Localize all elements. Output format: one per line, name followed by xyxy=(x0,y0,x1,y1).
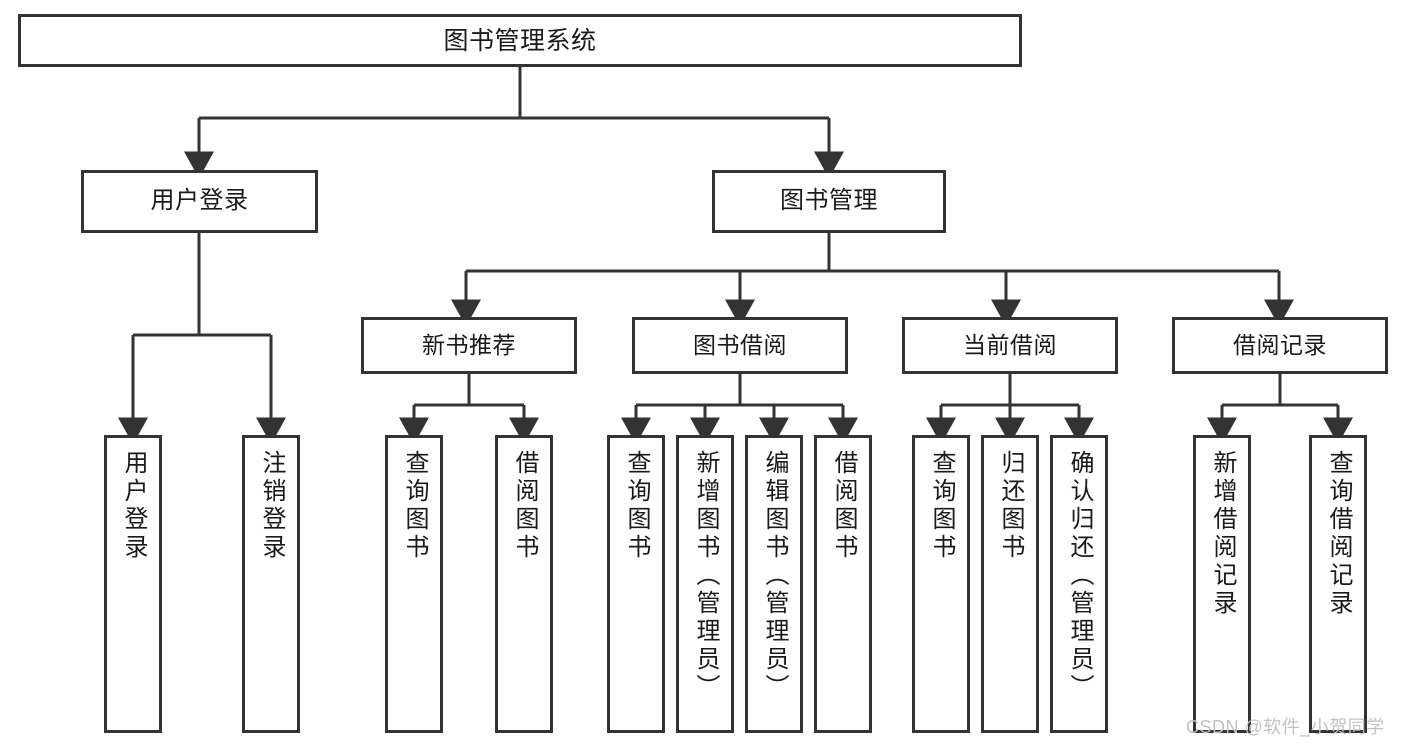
leaf-add-borrow-record[interactable]: 新增借阅记录 xyxy=(1193,435,1251,733)
node-current-borrow[interactable]: 当前借阅 xyxy=(902,317,1118,374)
leaf-user-login[interactable]: 用户登录 xyxy=(104,435,162,733)
node-label: 用户登录 xyxy=(150,187,249,215)
node-label: 图书借阅 xyxy=(693,331,787,358)
leaf-confirm-return-admin[interactable]: 确认归还（管理员） xyxy=(1050,435,1108,733)
node-book-borrow[interactable]: 图书借阅 xyxy=(632,317,848,374)
node-label: 确认归还（管理员） xyxy=(1066,450,1093,702)
node-label: 归还图书 xyxy=(997,450,1024,562)
node-label: 新书推荐 xyxy=(422,331,516,358)
node-borrow-record[interactable]: 借阅记录 xyxy=(1172,317,1388,374)
leaf-borrow-book[interactable]: 借阅图书 xyxy=(814,435,872,733)
node-label: 借阅记录 xyxy=(1233,331,1327,358)
node-label: 用户登录 xyxy=(120,450,147,562)
leaf-add-book-admin[interactable]: 新增图书（管理员） xyxy=(676,435,734,733)
node-book-management[interactable]: 图书管理 xyxy=(712,170,946,233)
leaf-query-book-current[interactable]: 查询图书 xyxy=(912,435,970,733)
node-label: 图书管理 xyxy=(780,187,878,215)
node-root[interactable]: 图书管理系统 xyxy=(18,14,1022,67)
node-user-login[interactable]: 用户登录 xyxy=(81,170,318,233)
node-label: 查询图书 xyxy=(928,450,955,562)
node-label: 查询图书 xyxy=(623,450,650,562)
leaf-logout[interactable]: 注销登录 xyxy=(242,435,300,733)
node-label: 注销登录 xyxy=(258,450,285,562)
leaf-return-book[interactable]: 归还图书 xyxy=(981,435,1039,733)
leaf-borrow-book-recommend[interactable]: 借阅图书 xyxy=(495,435,553,733)
node-label: 借阅图书 xyxy=(830,450,857,562)
node-label: 新增借阅记录 xyxy=(1209,450,1236,618)
node-label: 新增图书（管理员） xyxy=(692,450,719,702)
node-label: 查询借阅记录 xyxy=(1325,450,1352,618)
csdn-watermark: CSDN @软件_小贺同学 xyxy=(1186,717,1385,737)
node-label: 当前借阅 xyxy=(963,331,1057,358)
leaf-query-book-recommend[interactable]: 查询图书 xyxy=(385,435,443,733)
leaf-edit-book-admin[interactable]: 编辑图书（管理员） xyxy=(745,435,803,733)
leaf-query-borrow-record[interactable]: 查询借阅记录 xyxy=(1309,435,1367,733)
node-new-book-recommend[interactable]: 新书推荐 xyxy=(361,317,577,374)
node-label: 借阅图书 xyxy=(511,450,538,562)
leaf-query-book[interactable]: 查询图书 xyxy=(607,435,665,733)
node-label: 图书管理系统 xyxy=(443,26,597,55)
node-label: 查询图书 xyxy=(401,450,428,562)
node-label: 编辑图书（管理员） xyxy=(761,450,788,702)
